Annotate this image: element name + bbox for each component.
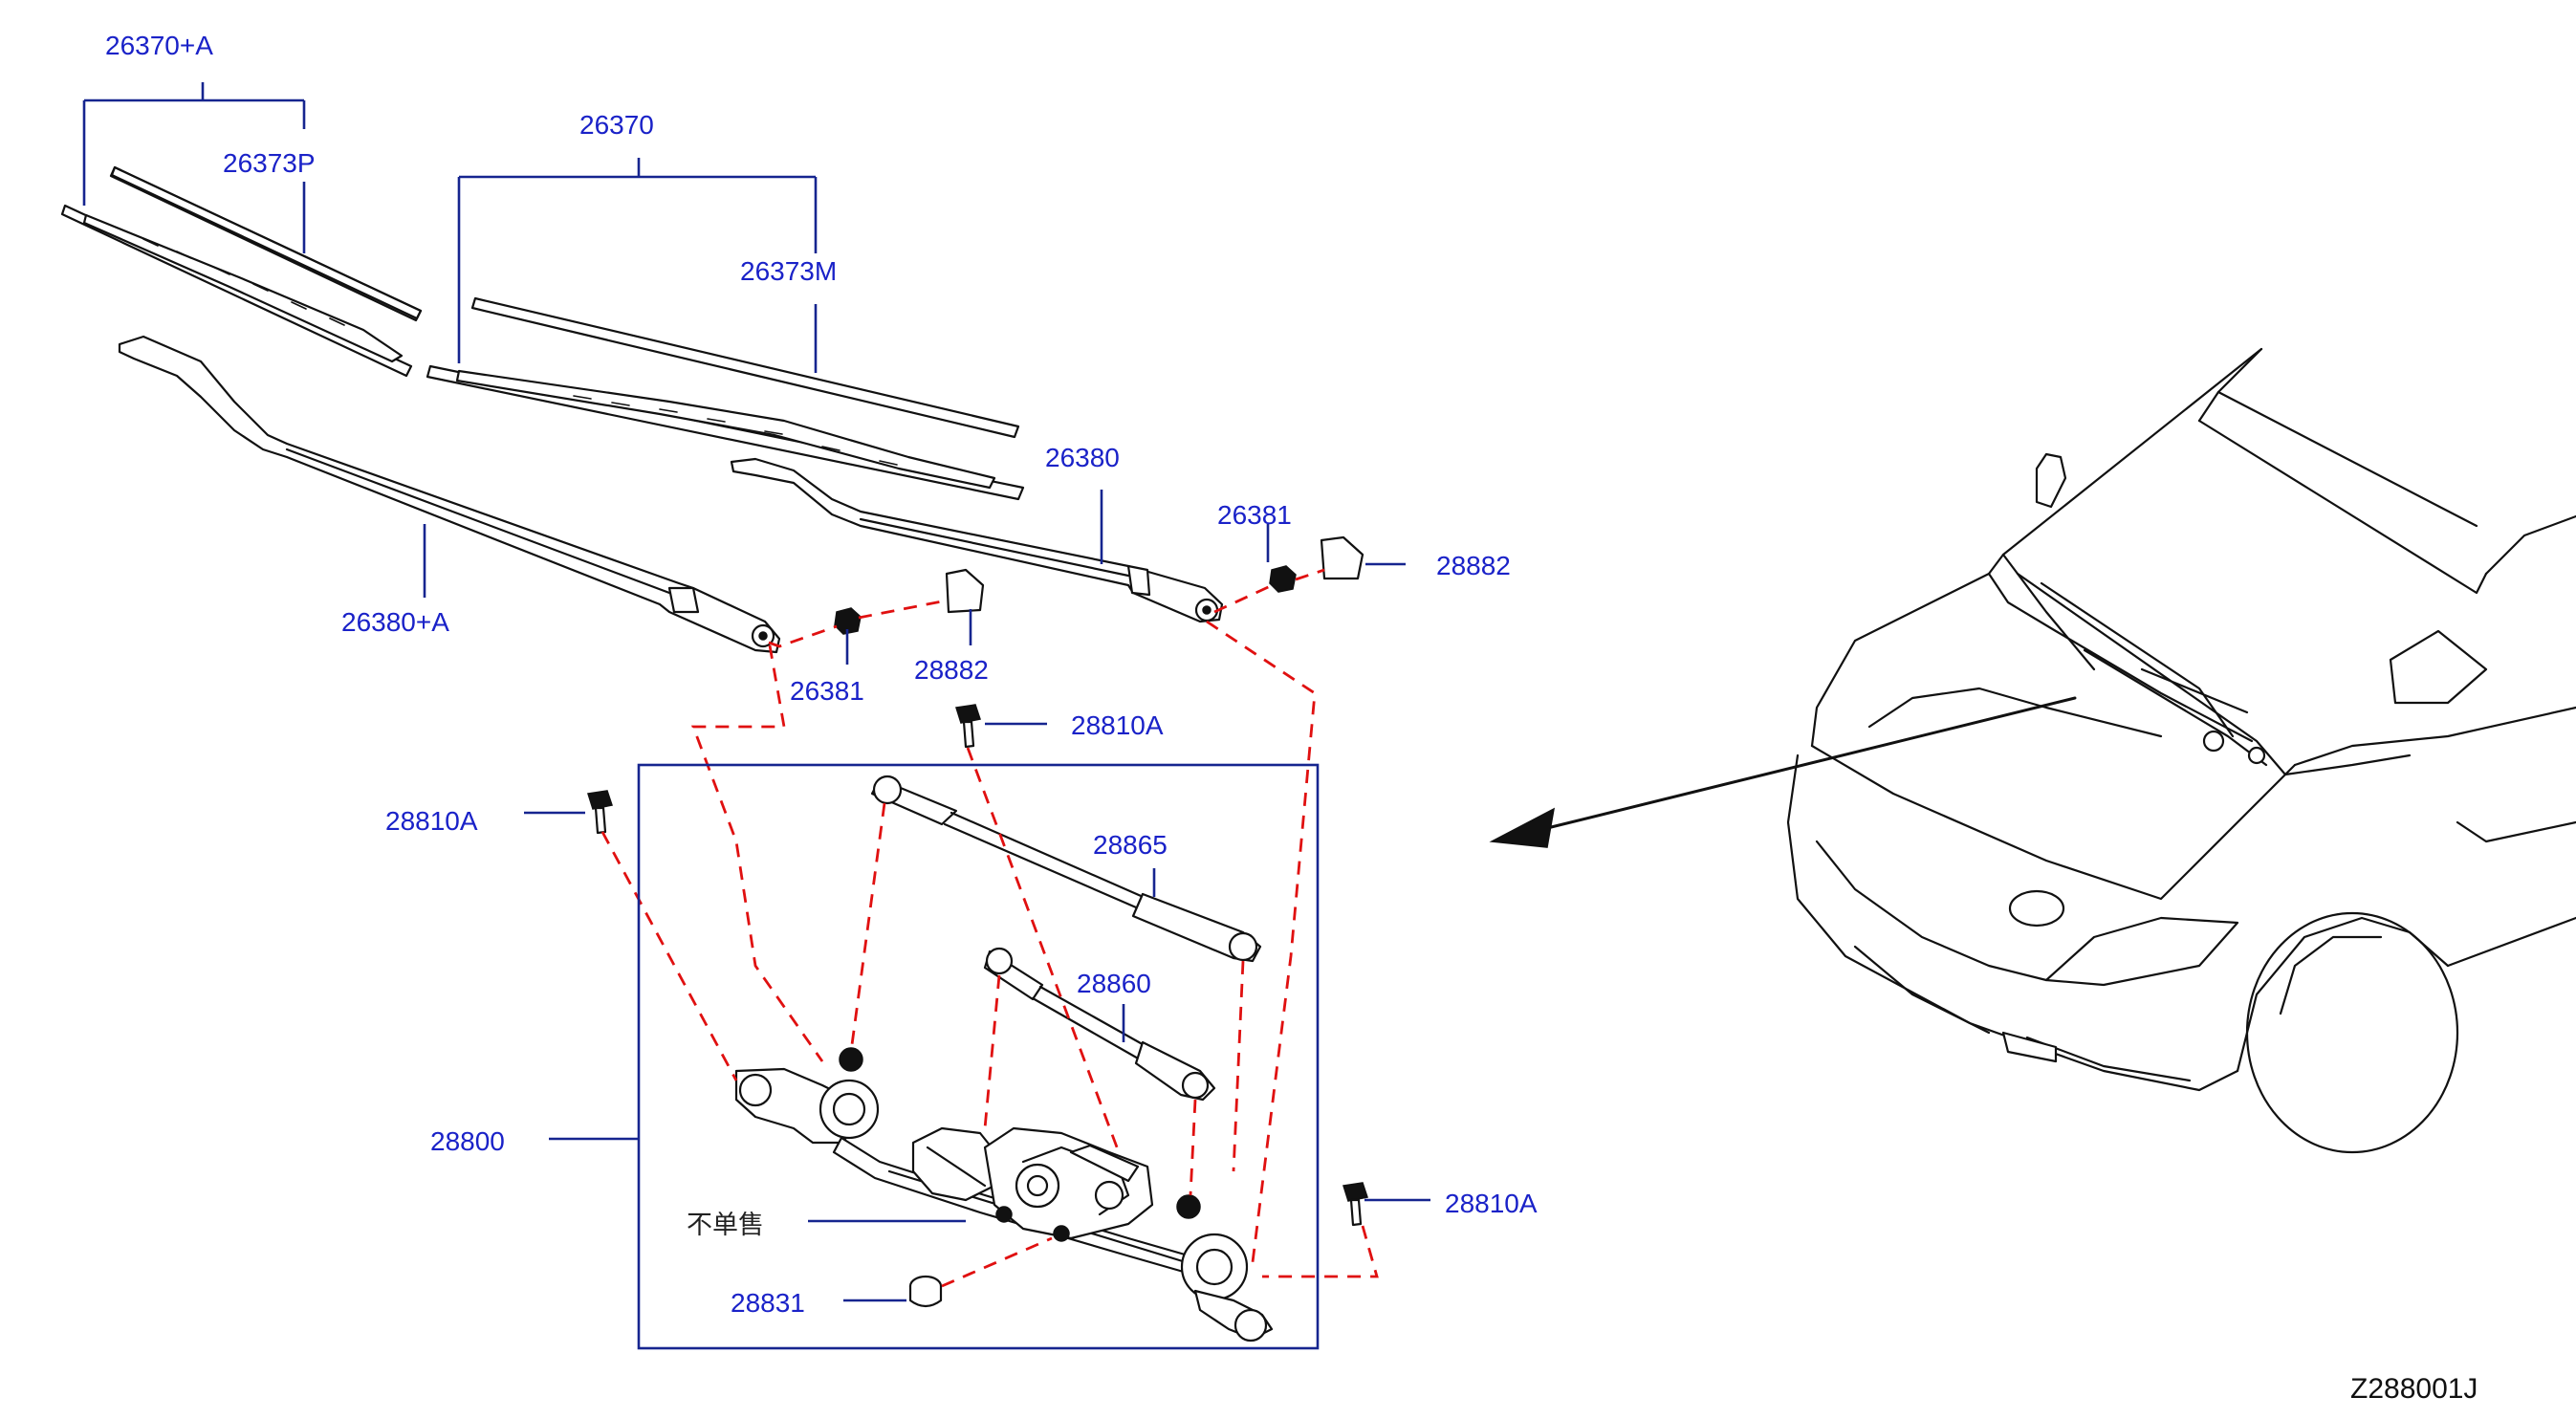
label-26370A: 26370+A xyxy=(105,31,213,60)
pivot-cap-left xyxy=(945,568,985,614)
bolt-right xyxy=(1343,1182,1368,1227)
wiper-blade-right xyxy=(426,364,1025,501)
label-26380: 26380 xyxy=(1045,443,1120,472)
pivot-nut-right xyxy=(1269,565,1297,593)
pivot-cap-right xyxy=(1320,535,1364,580)
label-28882-right: 28882 xyxy=(1436,551,1511,580)
figure-code: Z288001J xyxy=(2350,1373,2478,1405)
label-26380A: 26380+A xyxy=(341,607,449,637)
label-28860: 28860 xyxy=(1077,969,1151,998)
bolt-left xyxy=(587,790,613,835)
label-26370: 26370 xyxy=(579,110,654,140)
label-28882-left: 28882 xyxy=(914,655,989,685)
label-28865: 28865 xyxy=(1093,830,1168,860)
bolt-top xyxy=(955,704,981,749)
part-labels: 26370+A 26373P 26370 26373M 26380 26380+… xyxy=(105,31,2478,1405)
wiper-arm-left xyxy=(118,335,781,654)
leader-lines xyxy=(82,82,1430,1302)
label-26373P: 26373P xyxy=(223,148,316,178)
vehicle-locator-illustration xyxy=(1489,347,2576,1154)
label-not-sold-separately: 不单售 xyxy=(687,1211,764,1240)
label-26381-right: 26381 xyxy=(1217,500,1292,530)
assembly-dashed-lines xyxy=(600,568,1379,1288)
wiper-blade-left xyxy=(60,165,423,378)
label-28810A-top: 28810A xyxy=(1071,710,1164,740)
label-28810A-left: 28810A xyxy=(385,806,478,836)
wiper-arm-right xyxy=(730,457,1224,623)
label-28810A-right: 28810A xyxy=(1445,1189,1538,1218)
label-26373M: 26373M xyxy=(740,256,837,286)
linkage-rod-28860 xyxy=(983,947,1216,1102)
rubber-grommet-28831 xyxy=(908,1275,943,1308)
wiper-blade-refill-left xyxy=(110,165,423,320)
wiper-blade-refill-right xyxy=(470,296,1020,439)
label-28831: 28831 xyxy=(731,1288,805,1318)
label-26381-left: 26381 xyxy=(790,676,864,706)
wiper-motor-linkage-assembly xyxy=(734,1047,1274,1343)
linkage-rod-28865 xyxy=(870,775,1262,963)
pivot-nut-left xyxy=(834,607,862,635)
label-28800: 28800 xyxy=(430,1126,505,1156)
assembly-group-box xyxy=(637,763,1320,1350)
